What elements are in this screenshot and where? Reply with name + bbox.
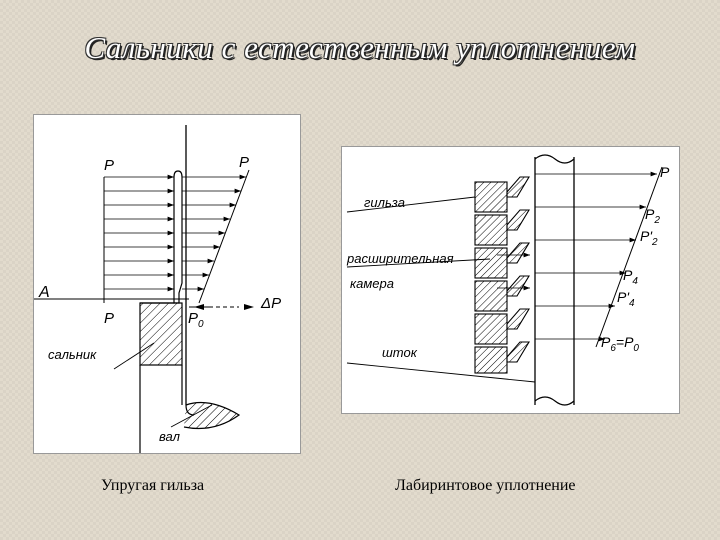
label-val: вал (159, 429, 181, 444)
delta-p-arrows (189, 304, 254, 310)
piston-rod (534, 154, 575, 406)
label-gilza: гильза (364, 195, 405, 210)
label-p4: P4 (623, 267, 638, 287)
label-rasshiritelnaya: расширительная (346, 251, 454, 266)
label-a: A (38, 284, 50, 301)
label-p-top-left: P (104, 157, 114, 174)
gland-packing (139, 302, 183, 453)
label-p0: P0 (188, 310, 204, 330)
pressure-arrows-left (103, 174, 174, 303)
pressure-arrows (497, 166, 663, 348)
caption-labyrinth-seal: Лабиринтовое уплотнение (395, 477, 576, 494)
elastic-sleeve-diagram-panel: P P A P P0 ΔP сальник вал (33, 114, 301, 454)
label-delta-p: ΔP (260, 295, 281, 312)
label-p: P (660, 164, 670, 180)
caption-elastic-sleeve: Упругая гильза (101, 477, 205, 494)
elastic-sleeve-diagram: P P A P P0 ΔP сальник вал (34, 125, 281, 453)
elastic-sleeve (173, 125, 195, 416)
label-shtok: шток (382, 345, 418, 360)
leader-lines-right (346, 196, 536, 383)
page-title: Сальники с естественным уплотнением (84, 30, 636, 65)
labyrinth-sleeve (474, 176, 530, 374)
label-p2-prime: P'2 (640, 228, 658, 248)
label-p4-prime: P'4 (617, 289, 635, 309)
labyrinth-seal-diagram: гильза расширительная камера шток P P2 P… (346, 154, 670, 406)
shaft (34, 298, 241, 430)
pressure-arrows-right (182, 169, 250, 304)
label-p-top-right: P (239, 154, 249, 171)
label-p2: P2 (645, 206, 660, 226)
label-p-mid: P (104, 310, 114, 327)
label-kamera: камера (350, 276, 394, 291)
label-p6-eq-p0: P6=P0 (601, 334, 639, 354)
labyrinth-seal-diagram-panel: гильза расширительная камера шток P P2 P… (341, 146, 680, 414)
leader-lines (113, 342, 213, 428)
label-salnik: сальник (48, 347, 97, 362)
